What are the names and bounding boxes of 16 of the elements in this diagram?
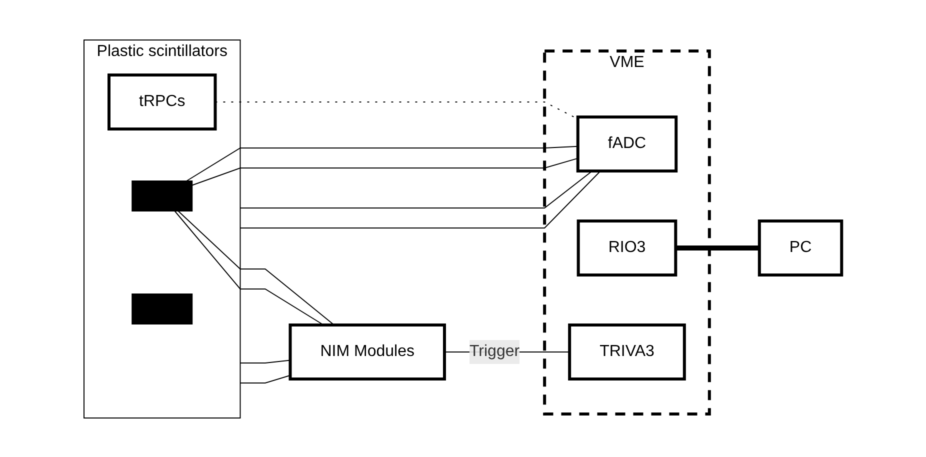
node-box: RIO3: [577, 219, 678, 276]
connector: [240, 170, 593, 208]
node-box: NIM Modules: [288, 323, 446, 380]
node-box: TRIVA3: [568, 323, 686, 380]
connector: [240, 170, 602, 228]
node-box: PC: [758, 219, 844, 276]
connector: [240, 359, 291, 363]
connector: [192, 157, 579, 186]
edge-label: Trigger: [470, 342, 520, 360]
node-box: tRPCs: [108, 73, 217, 130]
connector: [676, 245, 760, 250]
node-box: fADC: [576, 115, 678, 172]
connector: [240, 374, 291, 383]
node-bar: [132, 293, 193, 324]
node-bar: [132, 180, 193, 211]
connector: [186, 145, 579, 181]
